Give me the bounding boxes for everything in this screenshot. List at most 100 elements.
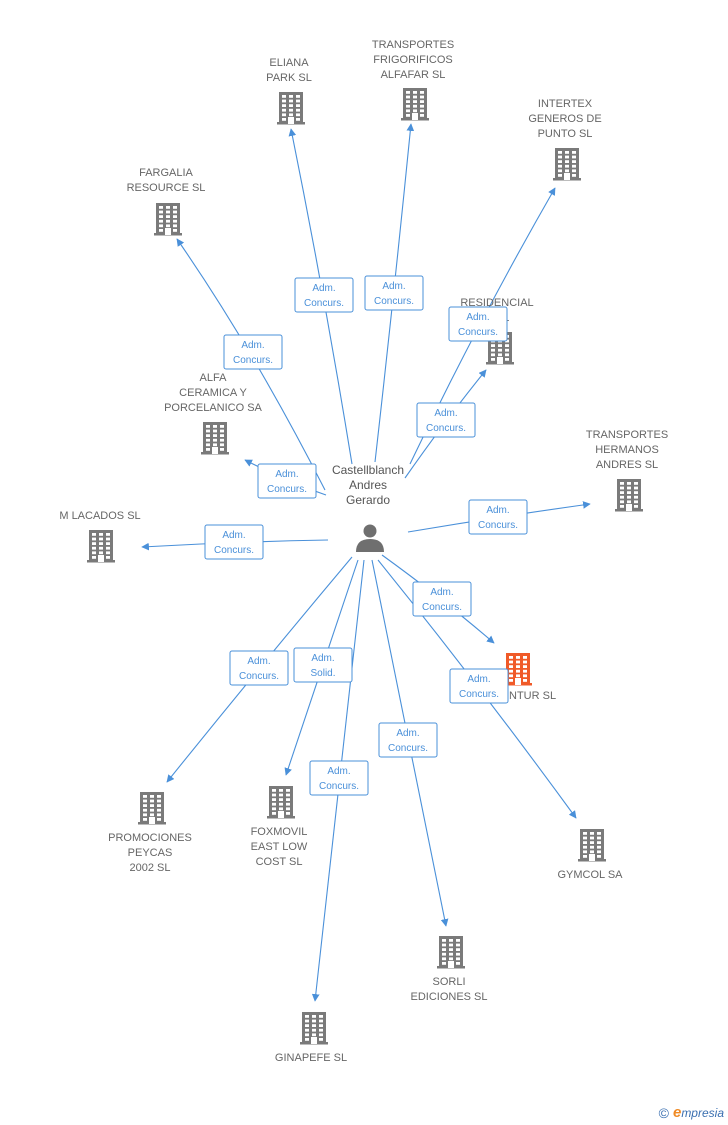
company-node-m-lacados[interactable]: M LACADOS SL	[59, 510, 141, 563]
company-node-residencial[interactable]: RESIDENCIALR SL	[460, 297, 534, 365]
company-label-line: RESIDENCIAL	[460, 297, 533, 309]
company-label: NTUR SL	[509, 690, 556, 702]
building-icon	[277, 92, 305, 125]
building-icon	[437, 936, 465, 969]
role-badge-eliana[interactable]: Adm.Concurs.	[294, 277, 354, 313]
company-label-line: GYMCOL SA	[558, 869, 624, 881]
role-text: Adm.	[434, 408, 457, 419]
company-label-line: ANDRES SL	[596, 459, 658, 471]
company-label-line: ELIANA	[269, 57, 309, 69]
role-badge-ginapefe[interactable]: Adm.Concurs.	[309, 760, 369, 796]
role-badge-m-lacados[interactable]: Adm. Concurs.	[204, 524, 264, 560]
role-text: Adm.	[247, 656, 270, 667]
company-label-line: PEYCAS	[128, 847, 173, 859]
role-text: Concurs.	[267, 484, 307, 495]
building-icon	[504, 653, 532, 686]
role-text: Adm.	[430, 587, 453, 598]
company-label-line: TRANSPORTES	[372, 39, 454, 51]
role-text: Concurs.	[374, 296, 414, 307]
role-text: Adm.	[467, 674, 490, 685]
company-label-line: PUNTO SL	[538, 128, 593, 140]
copyright-symbol: ©	[658, 1104, 669, 1121]
building-icon	[154, 203, 182, 236]
role-text: Adm.	[222, 530, 245, 541]
role-text: Adm.	[312, 283, 335, 294]
company-label-line: RESOURCE SL	[127, 182, 206, 194]
company-node-eliana[interactable]: ELIANA PARK SL	[266, 57, 312, 125]
building-icon	[87, 530, 115, 563]
company-node-gymcol[interactable]: GYMCOL SA	[558, 829, 624, 881]
company-label: GINAPEFE SL	[275, 1052, 347, 1064]
company-label-line: EAST LOW	[251, 841, 308, 853]
edges-layer	[141, 123, 591, 1002]
company-label: TRANSPORTES FRIGORIFICOS ALFAFAR SL	[372, 39, 454, 81]
role-text: Solid.	[310, 668, 335, 679]
person-name-line: Castellblanch	[332, 463, 404, 477]
company-label-line: PARK SL	[266, 72, 312, 84]
role-text: Adm.	[327, 766, 350, 777]
role-badge-alfa[interactable]: Adm.Concurs.	[257, 463, 317, 499]
role-badge-transportes-frigorificos[interactable]: Adm.Concurs.	[364, 275, 424, 311]
role-badge-foxmovil[interactable]: Adm.Solid.	[293, 647, 353, 683]
role-text: Adm.	[241, 340, 264, 351]
company-label-line: PORCELANICO SA	[164, 402, 262, 414]
company-node-fargalia[interactable]: FARGALIA RESOURCE SL	[127, 167, 206, 236]
building-icon	[553, 148, 581, 181]
company-label: FARGALIA RESOURCE SL	[127, 167, 206, 194]
role-text: Adm.	[396, 728, 419, 739]
role-text: Adm.	[486, 505, 509, 516]
brand-wordmark: empresia	[672, 1104, 724, 1121]
building-icon	[300, 1012, 328, 1045]
nodes-layer: ELIANA PARK SL TRANSPORTES FRIGORIFICOS ALFA…	[59, 39, 668, 1064]
company-node-ntur[interactable]: NTUR SL	[504, 653, 556, 702]
company-label-line: ALFA	[200, 372, 228, 384]
building-icon	[267, 786, 295, 819]
role-badge-promociones[interactable]: Adm.Concurs.	[229, 650, 289, 686]
role-text: Concurs.	[388, 743, 428, 754]
company-label-line: EDICIONES SL	[410, 991, 487, 1003]
company-label-line: FRIGORIFICOS	[373, 54, 452, 66]
role-badge-sorli[interactable]: Adm. Concurs.	[378, 722, 438, 758]
role-badge-residencial[interactable]: Adm.Concurs.	[416, 402, 476, 438]
roles-layer: Adm. Concurs. Adm. Concurs. Adm. Concurs. Adm.…	[204, 275, 528, 796]
company-label-line: FARGALIA	[139, 167, 193, 179]
role-text: Concurs.	[459, 689, 499, 700]
company-label: ELIANA PARK SL	[266, 57, 312, 84]
company-label-line: M LACADOS SL	[59, 510, 140, 522]
role-text: Concurs.	[214, 545, 254, 556]
company-node-transportes-frigorificos[interactable]: TRANSPORTES FRIGORIFICOS ALFAFAR SL	[372, 39, 454, 121]
role-text: Concurs.	[422, 602, 462, 613]
role-text: Concurs.	[233, 355, 273, 366]
role-badge-intertex[interactable]: Adm. Concurs.	[448, 306, 508, 342]
building-icon	[578, 829, 606, 862]
building-icon	[615, 479, 643, 512]
person-name-line: Gerardo	[346, 493, 390, 507]
company-label-line: HERMANOS	[595, 444, 659, 456]
role-text: Concurs.	[458, 327, 498, 338]
role-badge-ntur[interactable]: Adm. Concurs.	[412, 581, 472, 617]
role-badge-transportes-hermanos[interactable]: Adm.Concurs.	[468, 499, 528, 535]
company-label-line: NTUR SL	[509, 690, 556, 702]
person-icon	[356, 524, 384, 552]
role-text: Adm.	[466, 312, 489, 323]
building-icon	[401, 88, 429, 121]
role-badge-fargalia[interactable]: Adm. Concurs.	[223, 334, 283, 370]
company-label-line: GINAPEFE SL	[275, 1052, 347, 1064]
company-label-line: 2002 SL	[130, 862, 171, 874]
company-label: M LACADOS SL	[59, 510, 140, 522]
company-label-line: ALFAFAR SL	[381, 69, 446, 81]
company-label-line: FOXMOVIL	[251, 826, 308, 838]
company-label: GYMCOL SA	[558, 869, 624, 881]
company-node-ginapefe[interactable]: GINAPEFE SL	[275, 1012, 347, 1064]
role-badge-gymcol[interactable]: Adm. Concurs.	[449, 668, 509, 704]
